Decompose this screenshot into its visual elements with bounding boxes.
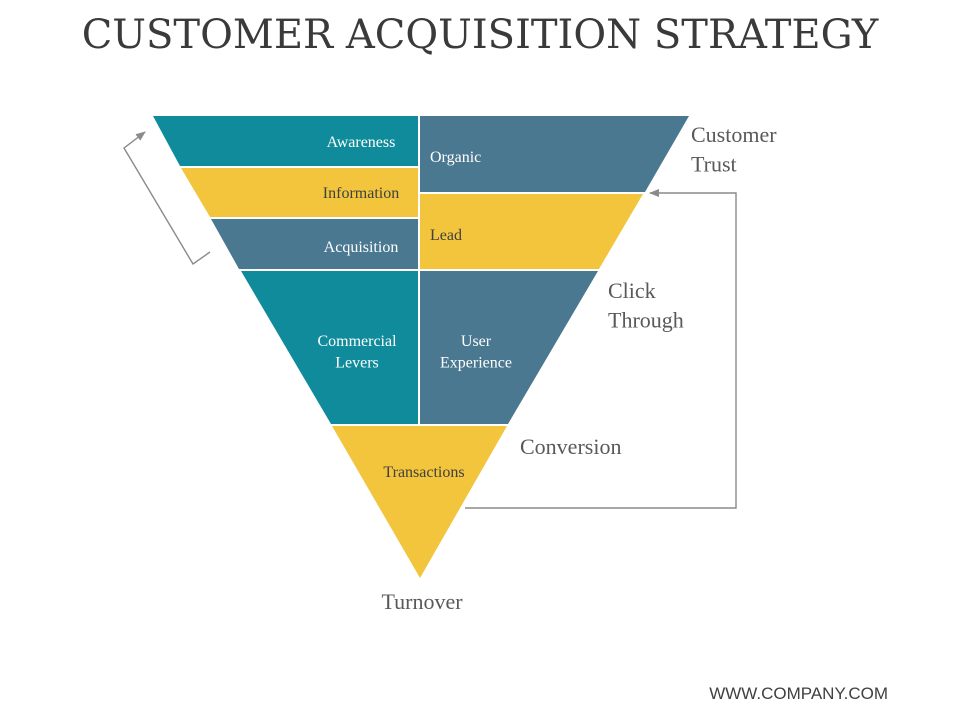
stage-conversion: Conversion [520,434,621,459]
label-organic: Organic [430,149,481,166]
page-title: CUSTOMER ACQUISITION STRATEGY [81,12,879,58]
funnel-band-organic [420,116,689,192]
label-line: Experience [440,355,512,372]
funnel-band-user-experience [420,271,598,424]
label-transactions: Transactions [383,464,464,481]
funnel-band-awareness [153,116,418,166]
funnel-band-lead [420,194,643,269]
company-url: WWW.COMPANY.COM [709,684,888,703]
label-line: Trust [691,152,737,177]
funnel-band-information [181,168,418,217]
funnel-tip-transactions [332,426,507,578]
funnel-band-acquisition [211,219,418,269]
stage-turnover: Turnover [381,589,463,614]
label-line: Through [608,308,684,333]
label-line: Customer [691,122,777,147]
label-line: User [461,333,492,350]
left-bracket-connector [123,131,211,266]
label-line: Commercial [317,333,397,350]
label-lead: Lead [430,227,462,244]
label-line: Levers [335,355,379,372]
right-return-connector [465,189,737,509]
label-information: Information [323,185,399,202]
label-acquisition: Acquisition [324,239,399,256]
funnel-band-commercial-levers [241,271,418,424]
label-awareness: Awareness [327,134,396,151]
label-line: Click [608,278,656,303]
